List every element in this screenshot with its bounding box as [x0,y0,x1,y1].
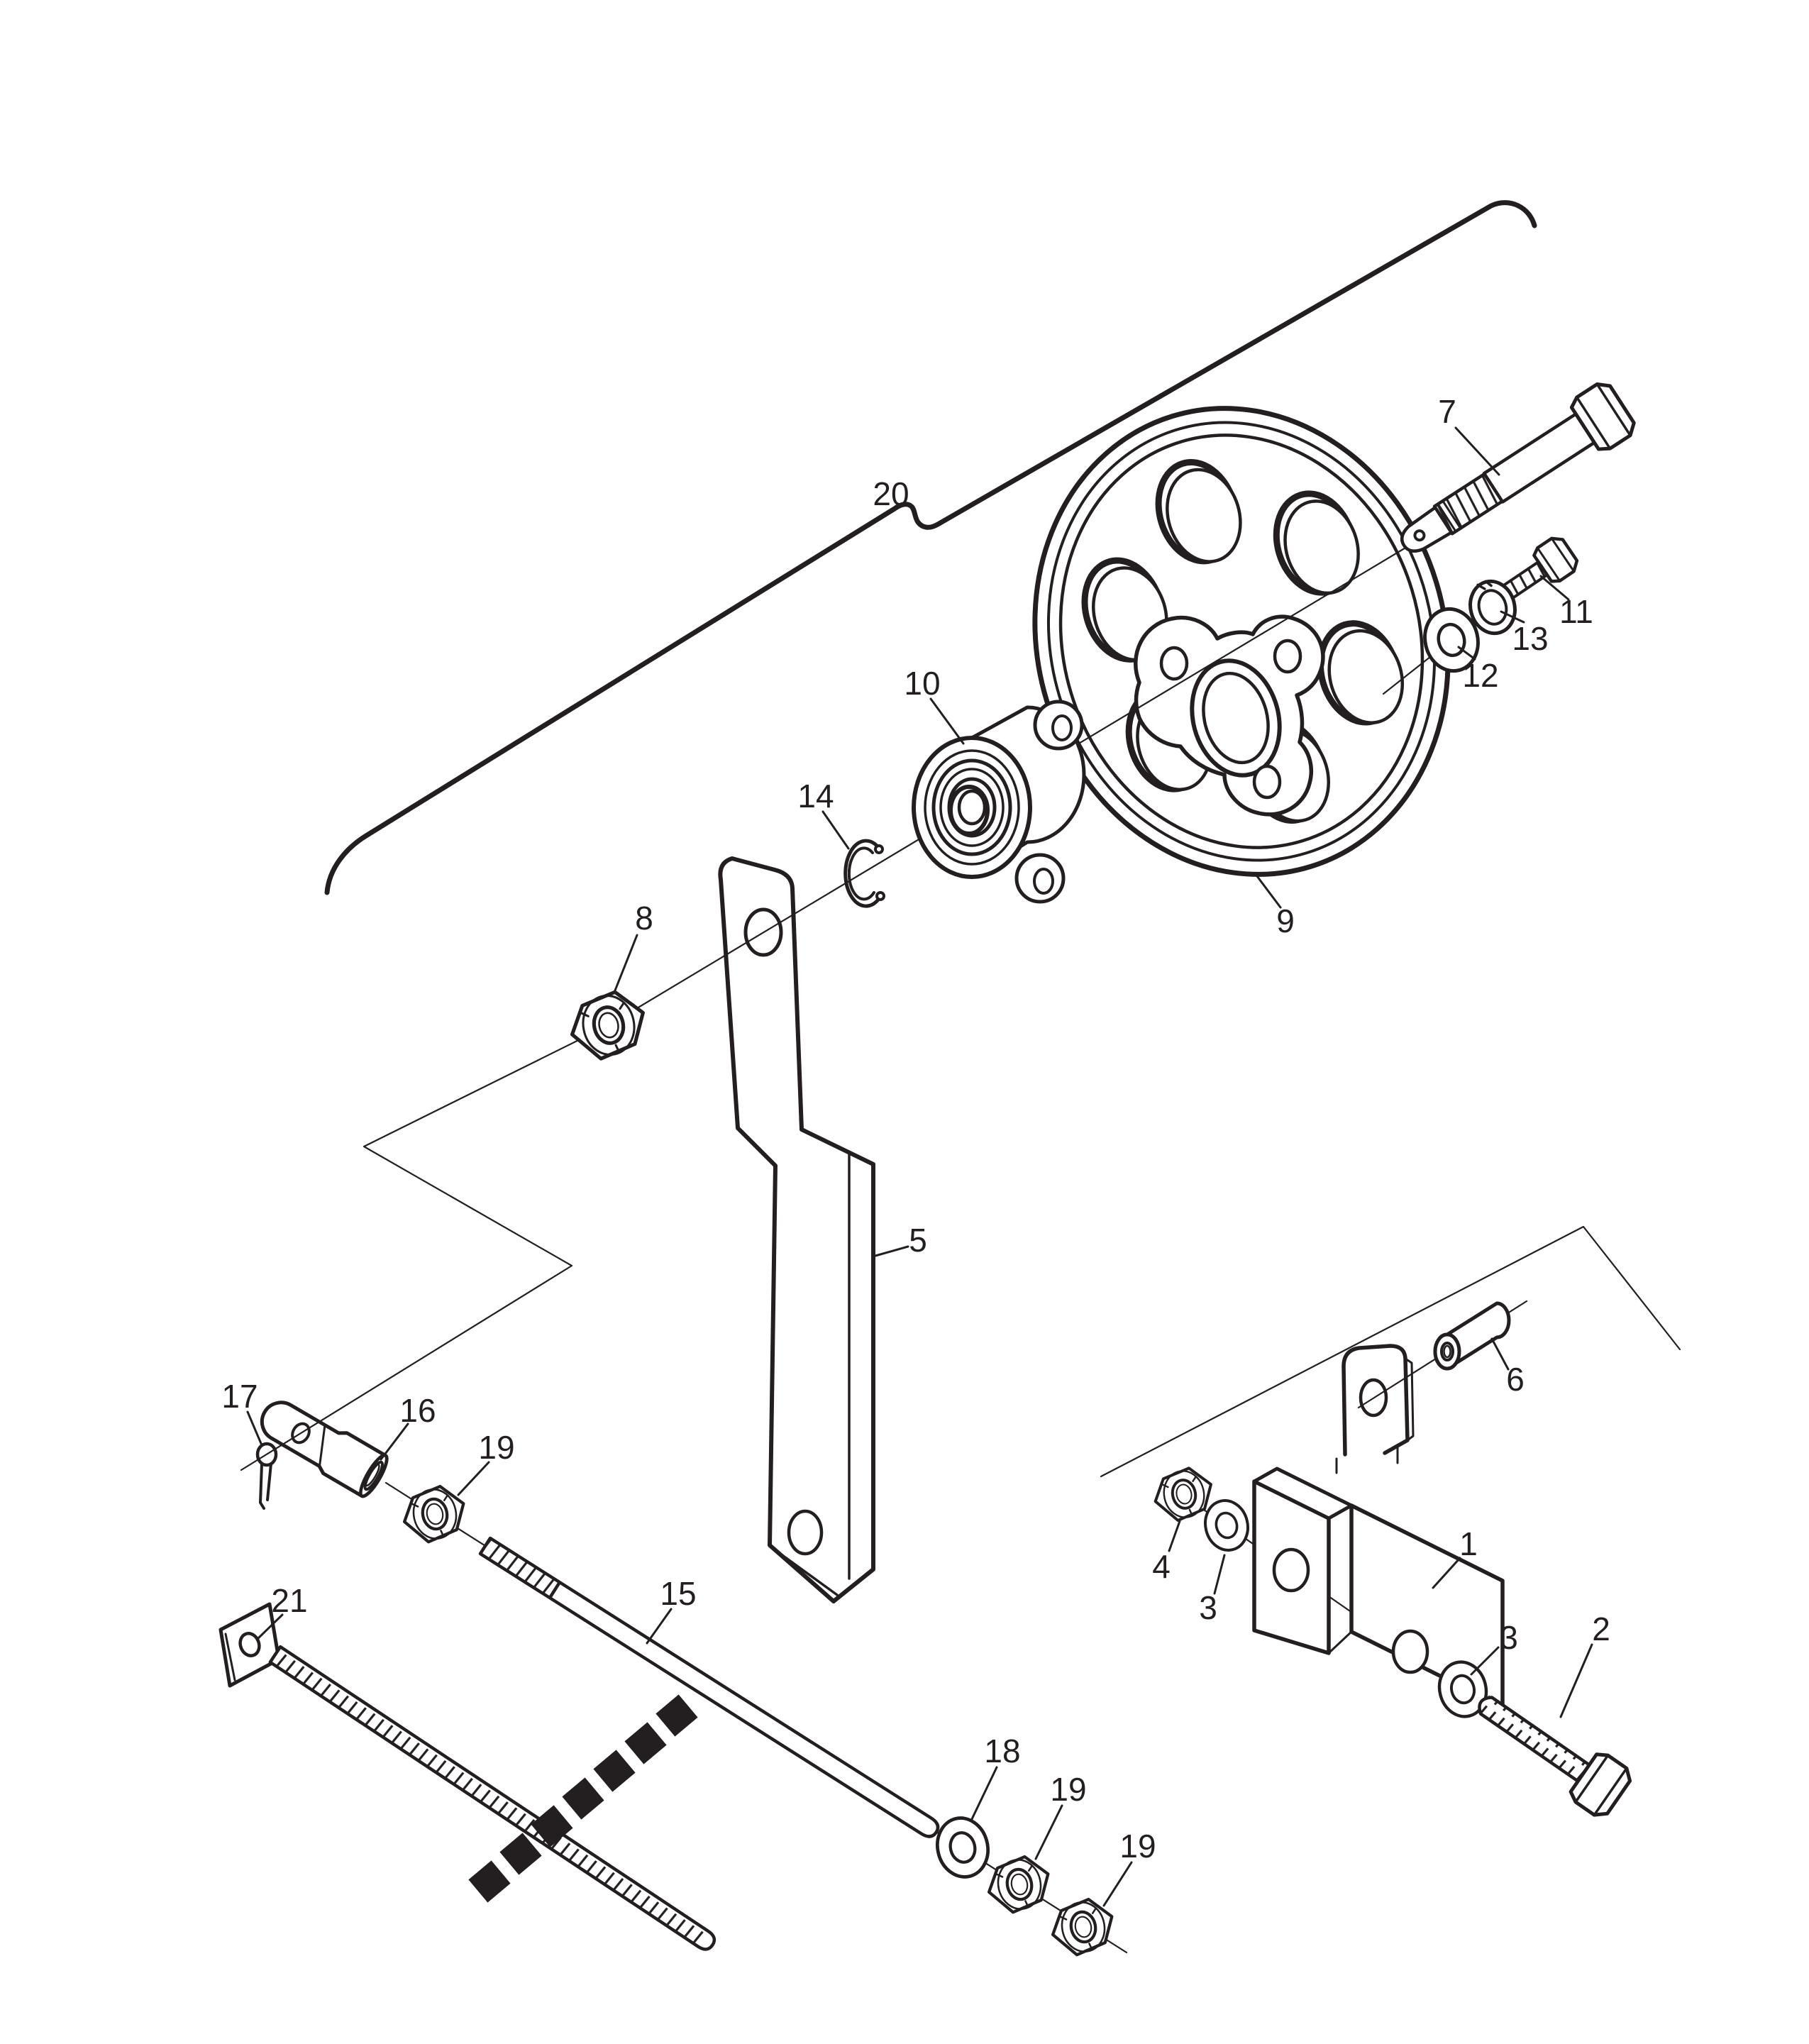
callout-19a: 19 [478,1429,514,1466]
control-rod [478,1536,940,1838]
callout-20: 20 [873,475,909,512]
lock-washer [1468,579,1517,636]
callout-3a: 3 [1199,1589,1217,1626]
callout-5: 5 [909,1222,927,1259]
flange-hole [1252,764,1282,800]
rod-tab [218,1602,281,1688]
callout-19c: 19 [1119,1828,1156,1865]
rod-tab-hole [238,1632,261,1657]
callout-4: 4 [1152,1548,1171,1585]
dashed-arrow [468,1694,698,1903]
bracket-front-hole [1391,1629,1429,1674]
hex-nut-rod-2 [1047,1895,1118,1959]
callout-12: 12 [1462,657,1498,694]
clevis-hole [291,1422,311,1444]
hex-nut-rod-1 [983,1852,1054,1916]
callout-2: 2 [1592,1611,1610,1647]
threaded-rod [218,1602,717,1951]
bolt-head [1569,1752,1632,1817]
callout-16: 16 [399,1392,436,1429]
callout-10: 10 [904,665,940,702]
callout-8: 8 [635,900,653,937]
callout-17: 17 [221,1378,258,1415]
clevis-rod-end [260,1401,389,1498]
belt-outline [324,200,1537,895]
frame-phantom-line [1100,1225,1681,1478]
bolt-head [1569,382,1636,451]
callout-15: 15 [660,1575,696,1612]
hex-bolt-long [1477,1695,1632,1817]
flat-washer-rod [931,1813,994,1882]
shoulder-bolt [1400,382,1636,553]
cotter-pin [255,1442,278,1510]
snap-ring [843,839,885,908]
bearing-hub [912,700,1086,904]
callout-9: 9 [1276,902,1295,939]
cotter-hole [1413,529,1426,542]
flat-washer-left [1200,1496,1253,1555]
bracket-top-tab [1341,1344,1410,1457]
idler-arm [718,856,875,1603]
hex-nut-clevis [399,1482,470,1546]
callout-19b: 19 [1050,1771,1086,1808]
bolt-head [1532,536,1579,583]
lock-nut-large [565,987,651,1063]
drawing: 1 2 3 3 4 5 6 7 8 9 10 11 12 13 14 15 16… [218,200,1681,1959]
callout-6: 6 [1506,1361,1525,1398]
bracket-side-hole [1272,1547,1310,1593]
main-axis-zigzag [240,543,1412,1471]
leader-lines [246,426,1593,1907]
callout-14: 14 [797,778,834,814]
flange-hole [1159,646,1189,681]
callout-11: 11 [1559,593,1593,630]
callout-18: 18 [984,1733,1020,1769]
callout-13: 13 [1512,620,1548,657]
hub-flange [1134,614,1325,817]
callout-21: 21 [271,1582,307,1619]
callout-1: 1 [1459,1525,1478,1562]
spacer [1433,1301,1511,1371]
flange-hole [1273,639,1302,674]
callout-labels: 1 2 3 3 4 5 6 7 8 9 10 11 12 13 14 15 16… [221,393,1610,1865]
arm-top-hole [743,907,783,957]
arm-bottom-hole [787,1509,824,1556]
callout-7: 7 [1438,393,1456,430]
bracket-tab-hole [1359,1378,1388,1418]
callout-3b: 3 [1500,1619,1518,1656]
